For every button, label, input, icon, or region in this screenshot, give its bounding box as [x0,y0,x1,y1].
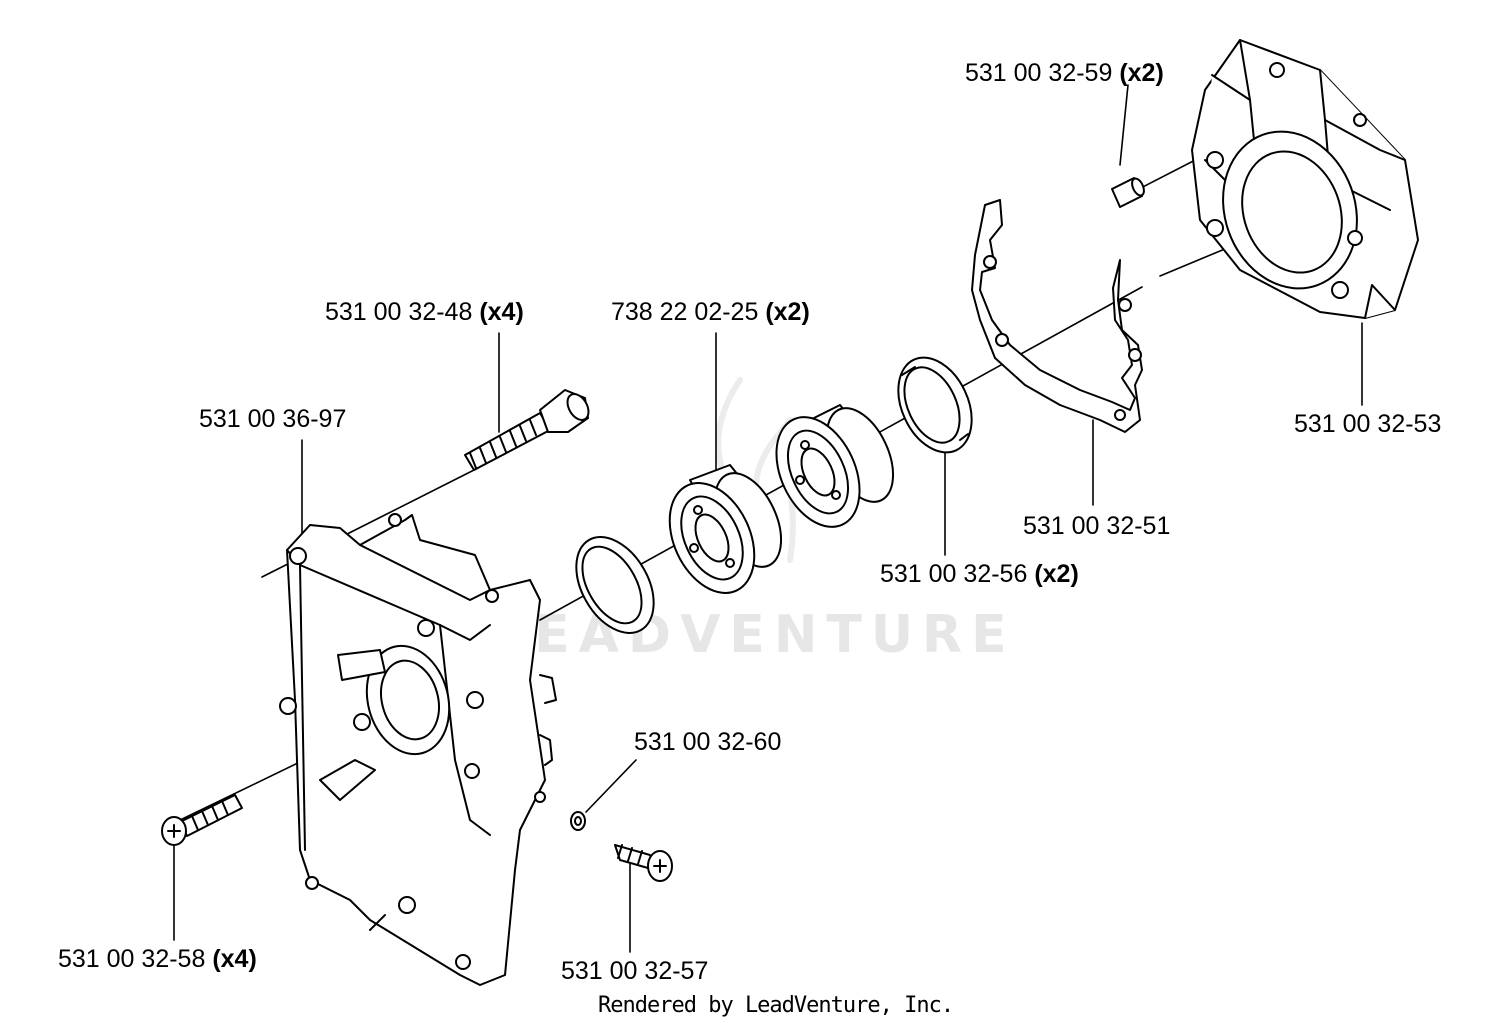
long-bolt [464,389,590,471]
callout-531-00-32-51: 531 00 32-51 [1023,512,1170,540]
dowel-pin [1111,177,1145,208]
callout-531-00-36-97: 531 00 36-97 [199,405,346,433]
callout-531-00-32-59: 531 00 32-59 (x2) [965,59,1164,87]
quantity: (x2) [1034,560,1079,588]
leader-lines [173,84,1363,953]
bearing-left [668,464,783,594]
callout-531-00-32-48: 531 00 32-48 (x4) [325,298,524,326]
part-number: 531 00 32-51 [1023,512,1171,540]
quantity: (x2) [765,298,810,326]
washer [570,811,586,831]
callout-531-00-32-57: 531 00 32-57 [561,957,708,985]
quantity: (x2) [1119,59,1164,87]
crankcase-right [1191,39,1419,319]
part-number: 531 00 32-59 [965,59,1113,87]
part-number: 531 00 36-97 [199,405,347,433]
part-number: 531 00 32-53 [1294,410,1442,438]
seal-ring-left [575,536,655,634]
callout-531-00-32-58: 531 00 32-58 (x4) [58,945,257,973]
callout-531-00-32-53: 531 00 32-53 [1294,410,1441,438]
callout-531-00-32-60: 531 00 32-60 [634,728,781,756]
part-number: 531 00 32-57 [561,957,709,985]
seal-ring-right [897,356,973,454]
quantity: (x4) [479,298,524,326]
gasket [971,199,1143,433]
callout-531-00-32-56: 531 00 32-56 (x2) [880,560,1079,588]
part-number: 531 00 32-56 [880,560,1028,588]
footer-credit: Rendered by LeadVenture, Inc. [598,993,954,1018]
part-number: 531 00 32-48 [325,298,473,326]
crankcase-left [279,513,557,986]
part-number: 531 00 32-58 [58,945,206,973]
part-number: 531 00 32-60 [634,728,782,756]
screw-left [161,794,243,846]
bearing-right [775,404,895,528]
watermark: LEADVENTURE [492,605,1016,665]
callout-738-22-02-25: 738 22 02-25 (x2) [611,298,810,326]
screw-right [614,844,673,882]
part-number: 738 22 02-25 [611,298,759,326]
quantity: (x4) [212,945,257,973]
